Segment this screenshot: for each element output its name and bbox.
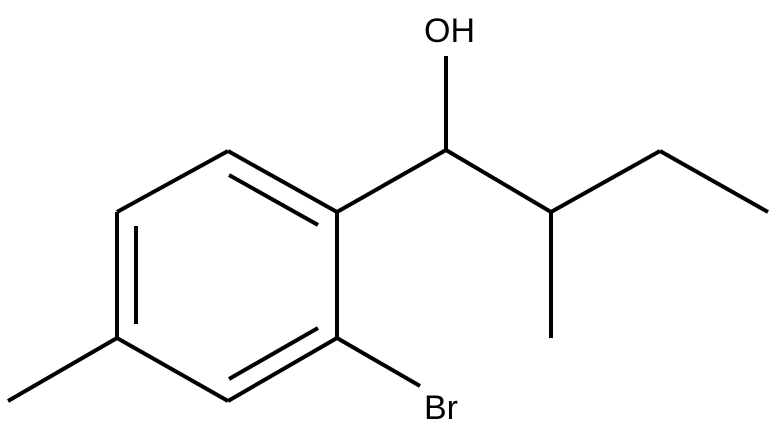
bond-ring-to-bromine xyxy=(335,336,422,388)
bond-ethyl-terminal xyxy=(659,149,769,214)
benzene-ring xyxy=(115,149,339,403)
bond-ring-bottom-left xyxy=(116,336,229,403)
substituents xyxy=(6,56,769,403)
bromine-label: Br xyxy=(424,389,458,427)
bond-branch-to-ethyl xyxy=(550,149,661,214)
bond-ring-bottom-right xyxy=(226,336,339,403)
bond-ring-inner-top-right xyxy=(228,173,319,227)
bond-ring-inner-bottom-right xyxy=(228,326,319,381)
bond-ring-top-left xyxy=(116,149,229,214)
bond-methyl-ring xyxy=(6,336,119,403)
bond-carbinol-to-branch xyxy=(444,148,553,214)
hydroxyl-label: OH xyxy=(424,12,475,50)
bond-ring-to-carbinol xyxy=(336,148,447,214)
bond-ring-top-right xyxy=(227,149,338,214)
